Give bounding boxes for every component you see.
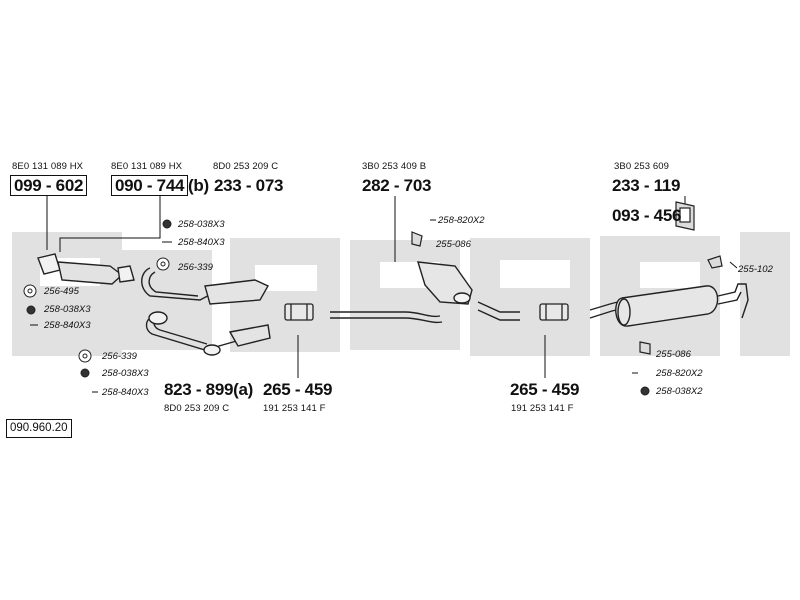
accessory-label: 258-038X2 [656,386,703,397]
oem-number: 3B0 253 609 [614,161,669,172]
part-number-233-119[interactable]: 233 - 119 [612,176,681,195]
part-number-823-899[interactable]: 823 - 899(a) [164,380,254,399]
accessory-label: 255-086 [436,239,471,250]
accessory-label: 258-820X2 [656,368,703,379]
accessory-label: 256-495 [44,286,79,297]
oem-number: 8D0 253 209 C [213,161,279,172]
part-number-090-744[interactable]: 090 - 744 [111,175,189,196]
part-number-093-456[interactable]: 093 - 456 [612,206,682,225]
accessory-label: 258-840X3 [178,237,225,248]
accessory-label: 258-840X3 [102,387,149,398]
accessory-label: 258-038X3 [44,304,91,315]
accessory-label: 255-086 [656,349,691,360]
accessory-label: 255-102 [738,264,773,275]
accessory-label: 258-038X3 [178,219,225,230]
accessory-label: 258-840X3 [44,320,91,331]
oem-number: 8E0 131 089 HX [12,161,84,172]
accessory-label: 258-820X2 [438,215,485,226]
oem-number: 8E0 131 089 HX [111,161,183,172]
diagram-reference-id: 090.960.20 [6,419,72,438]
oem-number: 8D0 253 209 C [164,403,230,414]
oem-number: 191 253 141 F [511,403,574,414]
oem-number: 191 253 141 F [263,403,326,414]
part-number-265-459[interactable]: 265 - 459 [510,380,580,399]
part-number-265-459[interactable]: 265 - 459 [263,380,333,399]
accessory-label: 258-038X3 [102,368,149,379]
accessory-label: 256-339 [178,262,213,273]
part-number-suffix: (b) [188,176,209,195]
accessory-label: 256-339 [102,351,137,362]
part-number-099-602[interactable]: 099 - 602 [10,175,88,196]
part-number-282-703[interactable]: 282 - 703 [362,176,432,195]
oem-number: 3B0 253 409 B [362,161,427,172]
part-number-233-073[interactable]: 233 - 073 [214,176,284,195]
